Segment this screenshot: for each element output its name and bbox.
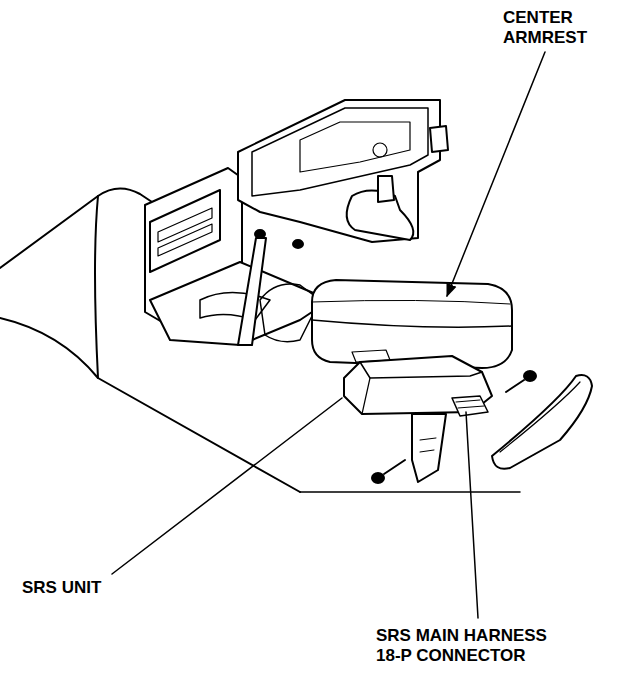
leader-line [466,412,478,618]
part-label: SRS UNIT [22,578,162,598]
leader-line [447,52,545,296]
leader-line [112,398,342,574]
part-label: SRS MAIN HARNESS 18-P CONNECTOR [376,626,576,666]
part-label: CENTER ARMREST [503,8,613,48]
